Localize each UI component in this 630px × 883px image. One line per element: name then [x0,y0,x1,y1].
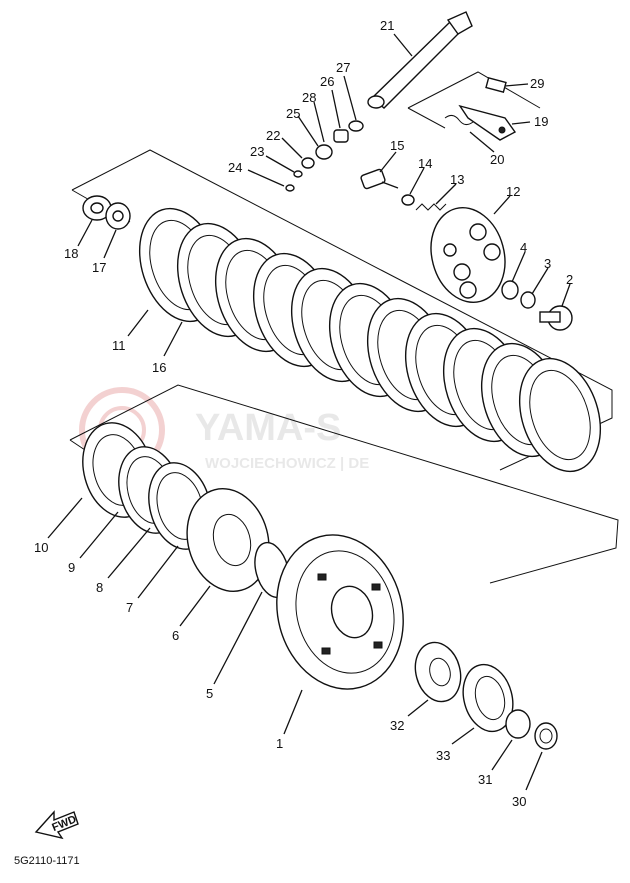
watermark-tagline: WOJCIECHOWICZ | DE [205,455,369,472]
part-label-3: 3 [544,256,551,271]
part-label-23: 23 [250,144,264,159]
small-parts-stack [285,120,364,192]
part-label-12: 12 [506,184,520,199]
part-label-19: 19 [534,114,548,129]
part-label-5: 5 [206,686,213,701]
part-label-33: 33 [436,748,450,763]
part-label-25: 25 [286,106,300,121]
fwd-arrow: FWD [34,810,79,840]
leader-lines [47,33,571,791]
part-label-26: 26 [320,74,334,89]
bolt-washer-spring [360,168,447,211]
nut-and-lock-washer [82,195,131,230]
part-label-29: 29 [530,76,544,91]
part-label-17: 17 [92,260,106,275]
part-label-32: 32 [390,718,404,733]
part-label-22: 22 [266,128,280,143]
pressure-plate-12 [430,207,506,303]
part-label-6: 6 [172,628,179,643]
part-label-4: 4 [520,240,527,255]
part-label-2: 2 [566,272,573,287]
part-label-8: 8 [96,580,103,595]
part-number-labels: 21 27 26 28 25 22 23 24 29 19 20 15 14 1… [34,18,573,809]
part-label-1: 1 [276,736,283,751]
lever-bracket [407,71,541,109]
part-label-7: 7 [126,600,133,615]
part-label-9: 9 [68,560,75,575]
lever-bracket-2 [407,107,446,129]
part-label-11: 11 [112,338,126,353]
part-label-13: 13 [450,172,464,187]
part-label-30: 30 [512,794,526,809]
clutch-lever-parts [444,76,517,141]
lower-assembly [82,422,290,599]
part-label-18: 18 [64,246,78,261]
part-label-10: 10 [34,540,48,555]
primary-driven-gear [276,534,404,690]
part-label-31: 31 [478,772,492,787]
clutch-plates [138,207,602,473]
part-label-27: 27 [336,60,350,75]
part-label-14: 14 [418,156,432,171]
part-label-21: 21 [380,18,394,33]
part-label-20: 20 [490,152,504,167]
bearing-washer-rod-end [501,280,573,331]
part-label-28: 28 [302,90,316,105]
bearings-and-spacers [414,641,558,750]
push-rod-21 [367,11,473,109]
diagram-code: 5G2110-1171 [14,855,80,867]
part-label-16: 16 [152,360,166,375]
part-label-15: 15 [390,138,404,153]
part-label-24: 24 [228,160,242,175]
